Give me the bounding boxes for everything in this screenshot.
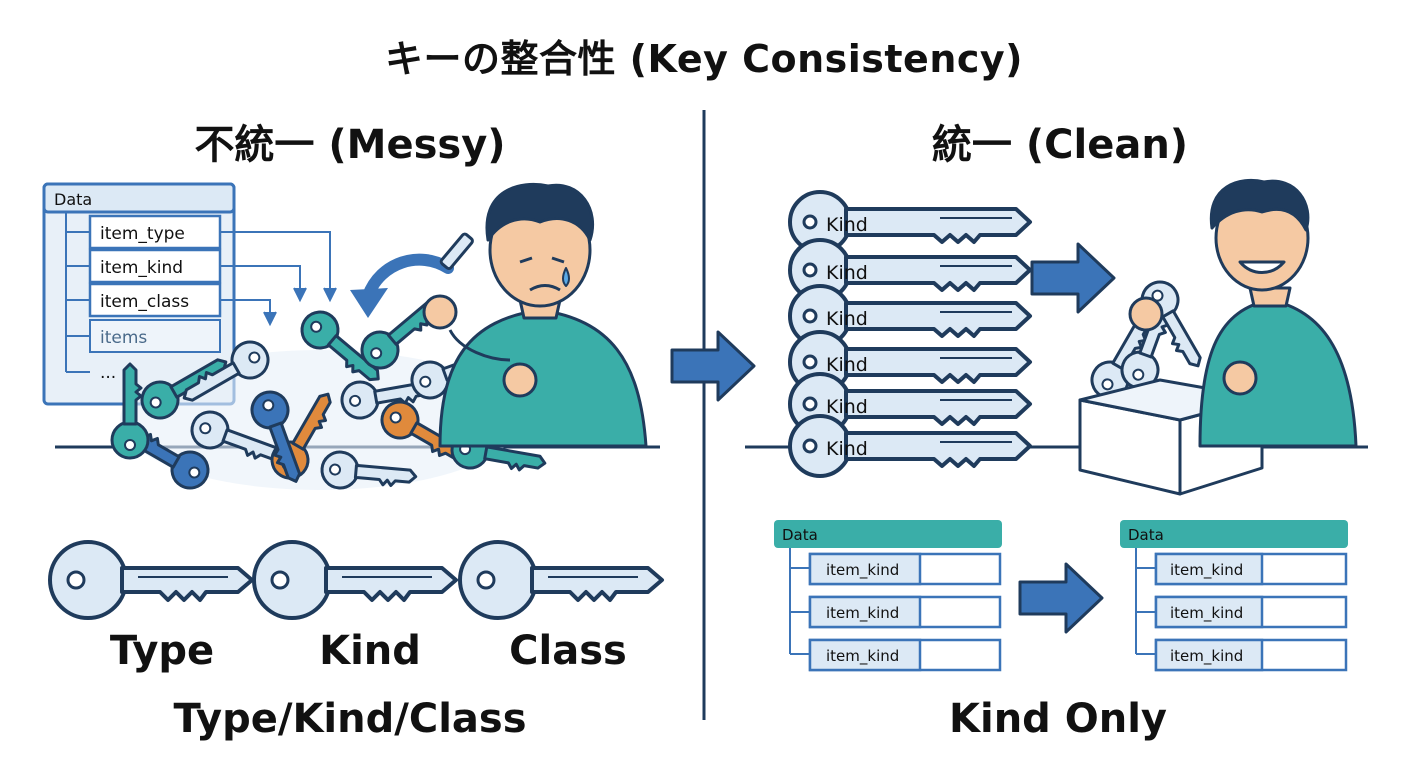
stack-key-label-3: Kind: [826, 308, 868, 330]
clean-table-before: [774, 520, 1002, 672]
stack-key-label-4: Kind: [826, 354, 868, 376]
kind-key-label: Kind: [319, 628, 421, 674]
before-row-3: item_kind: [826, 647, 899, 666]
class-key-icon: [458, 540, 664, 620]
messy-row-item-type: item_type: [100, 224, 185, 244]
stack-key-label-6: Kind: [826, 438, 868, 460]
center-arrow-icon: [670, 330, 756, 402]
after-table-header: Data: [1128, 526, 1164, 544]
messy-row-ellipsis: ...: [100, 363, 116, 383]
messy-heading: 不統一 (Messy): [194, 122, 506, 168]
table-arrow-icon: [1018, 562, 1104, 634]
happy-person: [1128, 178, 1358, 448]
curved-arrow-head: [350, 288, 388, 318]
before-row-2: item_kind: [826, 604, 899, 623]
clean-table-after: [1120, 520, 1348, 672]
type-key-icon: [48, 540, 254, 620]
messy-row-item-class: item_class: [100, 292, 189, 312]
messy-table-connectors: [220, 231, 337, 327]
curved-arrow-icon: [362, 253, 454, 302]
messy-row-items: items: [100, 328, 147, 348]
kind-key-icon: [252, 540, 458, 620]
type-key-label: Type: [109, 628, 215, 674]
after-row-3: item_kind: [1170, 647, 1243, 666]
clean-summary: Kind Only: [948, 696, 1167, 742]
messy-summary: Type/Kind/Class: [173, 696, 527, 742]
clean-arrow-icon: [1030, 242, 1116, 314]
messy-key-pile: [110, 285, 550, 497]
after-row-1: item_kind: [1170, 561, 1243, 580]
messy-table-header: Data: [54, 190, 92, 209]
before-table-header: Data: [782, 526, 818, 544]
stack-key-label-2: Kind: [826, 262, 868, 284]
stack-key-label-1: Kind: [826, 214, 868, 236]
clean-heading: 統一 (Clean): [931, 122, 1189, 168]
confused-person: [422, 182, 648, 448]
messy-row-item-kind: item_kind: [100, 258, 183, 278]
main-title: キーの整合性 (Key Consistency): [384, 37, 1024, 81]
stack-key-label-5: Kind: [826, 396, 868, 418]
before-row-1: item_kind: [826, 561, 899, 580]
after-row-2: item_kind: [1170, 604, 1243, 623]
class-key-label: Class: [509, 628, 627, 674]
